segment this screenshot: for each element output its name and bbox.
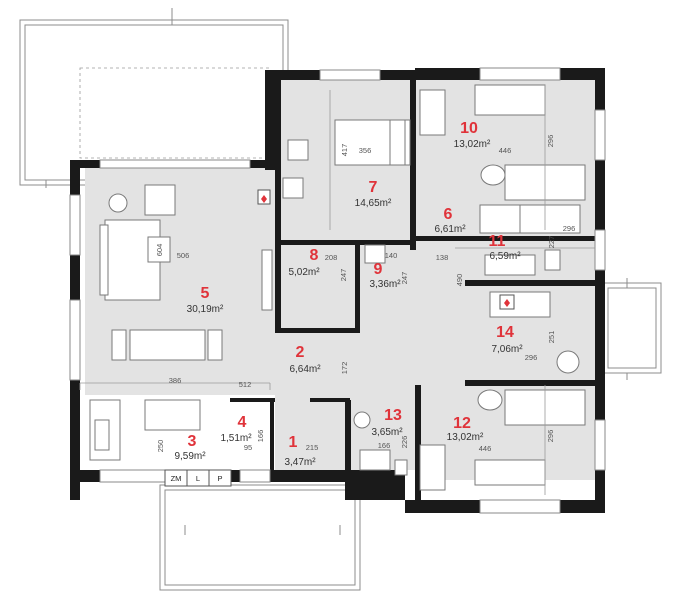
dim-label: 604 [155, 244, 164, 257]
dim-label: 208 [325, 253, 338, 262]
room-labels: 1 3,47m² 2 6,64m² 3 9,59m² 4 1,51m² 5 30… [174, 120, 523, 468]
room-area-12: 13,02m² [447, 432, 484, 443]
dim-label: 247 [339, 269, 348, 282]
dim-label: 490 [455, 274, 464, 287]
room-number-7: 7 [369, 179, 378, 196]
dim-label: 356 [359, 146, 372, 155]
room-number-3: 3 [188, 433, 197, 450]
dim-label: 251 [547, 331, 556, 344]
dim-label: 417 [340, 144, 349, 157]
room-area-10: 13,02m² [454, 139, 491, 150]
dim-label: 226 [400, 436, 409, 449]
dim-label: 140 [385, 251, 398, 260]
room-number-12: 12 [453, 415, 471, 432]
room-area-4: 1,51m² [220, 433, 252, 444]
room-area-3: 9,59m² [174, 451, 206, 462]
dim-label: 215 [306, 443, 319, 452]
room-number-8: 8 [310, 247, 319, 264]
room-number-2: 2 [296, 344, 305, 361]
dim-label: 247 [400, 272, 409, 285]
dim-label: 95 [244, 443, 252, 452]
room-number-5: 5 [201, 285, 210, 302]
dim-label: 446 [499, 146, 512, 155]
dim-label: 250 [156, 440, 165, 453]
side-entrance-right [602, 278, 662, 380]
room-area-8: 5,02m² [288, 267, 320, 278]
room-area-2: 6,64m² [289, 364, 321, 375]
room-area-5: 30,19m² [187, 304, 224, 315]
dim-label: 296 [525, 353, 538, 362]
dim-label: 296 [546, 135, 555, 148]
dim-label: 172 [340, 362, 349, 375]
dim-label: 296 [546, 430, 555, 443]
room-number-4: 4 [238, 414, 247, 431]
dim-label: 386 [169, 376, 182, 385]
dim-label: 138 [436, 253, 449, 262]
dimension-lines [79, 85, 595, 495]
dimension-labels: 417 356 446 296 604 506 208 247 140 247 … [155, 135, 575, 453]
room-number-11: 11 [489, 233, 506, 250]
dim-label: 227 [547, 236, 556, 249]
dim-label: 166 [256, 430, 265, 443]
appliance-tag-p: P [217, 474, 222, 483]
dim-label: 506 [177, 251, 190, 260]
room-area-13: 3,65m² [371, 427, 403, 438]
room-area-1: 3,47m² [284, 457, 316, 468]
fireplace-markers [257, 189, 515, 310]
terrace-bottom [159, 484, 361, 591]
room-number-1: 1 [289, 434, 298, 451]
dim-label: 166 [378, 441, 391, 450]
room-area-6: 6,61m² [434, 224, 466, 235]
appliance-tag-zm: ZM [171, 474, 182, 483]
dim-label: 446 [479, 444, 492, 453]
furniture [89, 84, 586, 491]
room-area-7: 14,65m² [355, 198, 392, 209]
appliance-tags: ZM L P [164, 469, 232, 487]
dim-label: 512 [239, 380, 252, 389]
room-number-13: 13 [384, 407, 402, 424]
room-number-10: 10 [460, 120, 478, 137]
room-number-6: 6 [444, 206, 453, 223]
room-area-14: 7,06m² [491, 344, 523, 355]
room-number-14: 14 [496, 324, 514, 341]
appliance-tag-l: L [196, 474, 200, 483]
dim-label: 296 [563, 224, 576, 233]
room-area-9: 3,36m² [369, 279, 401, 290]
room-number-9: 9 [374, 261, 383, 278]
room-area-11: 6,59m² [489, 251, 521, 262]
